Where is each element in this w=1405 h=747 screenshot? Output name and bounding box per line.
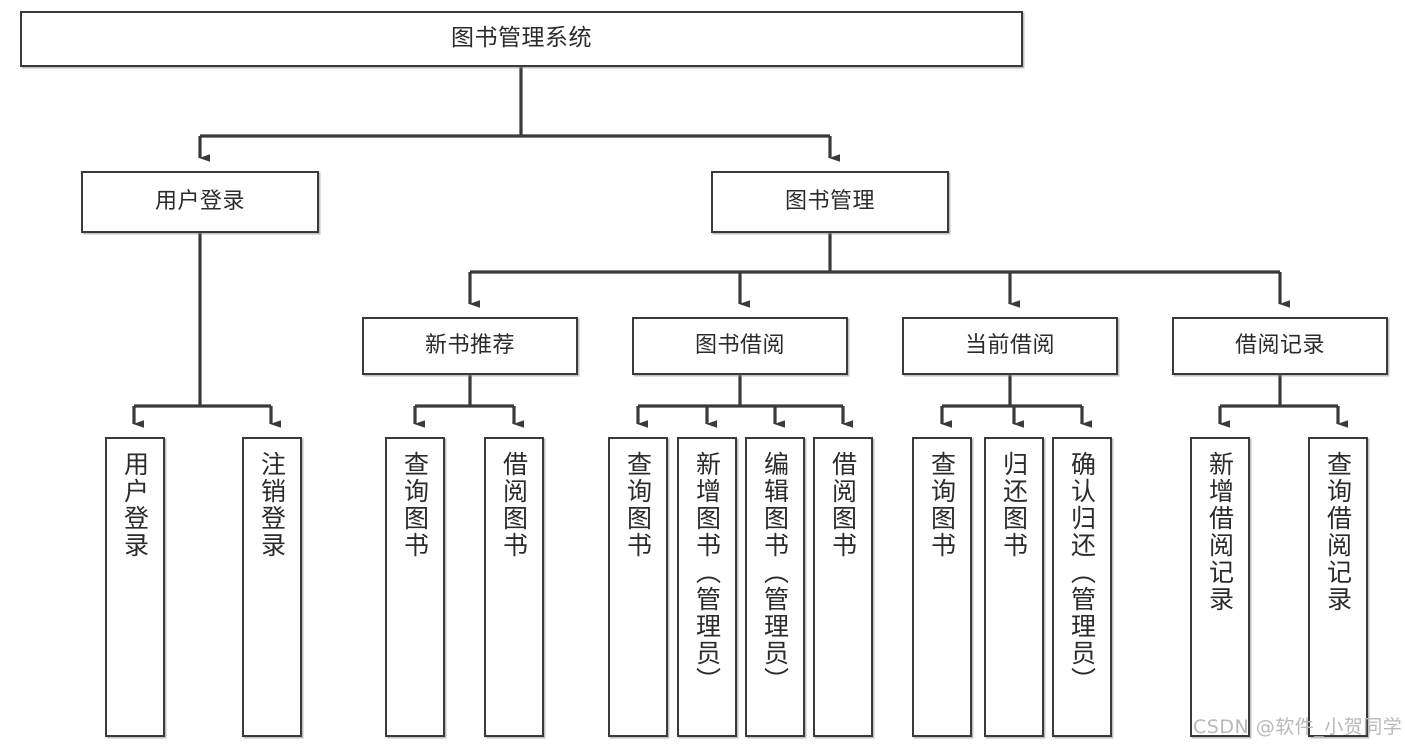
node-leaf-query-book-1-label: 查询图书: [400, 451, 430, 559]
node-leaf-query-book-2-label: 查询图书: [623, 451, 653, 559]
node-book-manage[interactable]: 图书管理: [711, 171, 949, 233]
node-leaf-query-book-1[interactable]: 查询图书: [385, 437, 445, 737]
node-borrow-record[interactable]: 借阅记录: [1172, 317, 1388, 375]
node-new-book-recommend[interactable]: 新书推荐: [362, 317, 578, 375]
node-leaf-add-record[interactable]: 新增借阅记录: [1190, 437, 1250, 737]
node-book-borrow-label: 图书借阅: [694, 332, 785, 358]
node-leaf-user-login-label: 用户登录: [120, 451, 150, 559]
node-leaf-borrow-book-1-label: 借阅图书: [499, 451, 529, 559]
node-leaf-edit-book-label: 编辑图书（管理员）: [760, 451, 790, 694]
node-leaf-query-record-label: 查询借阅记录: [1323, 451, 1353, 613]
node-user-login-label: 用户登录: [154, 188, 245, 214]
node-leaf-edit-book[interactable]: 编辑图书（管理员）: [745, 437, 805, 737]
node-leaf-return-book-label: 归还图书: [999, 451, 1029, 559]
node-leaf-logout[interactable]: 注销登录: [242, 437, 302, 737]
node-user-login[interactable]: 用户登录: [81, 171, 319, 233]
node-leaf-borrow-book-1[interactable]: 借阅图书: [484, 437, 544, 737]
node-leaf-add-record-label: 新增借阅记录: [1205, 451, 1235, 613]
node-leaf-logout-label: 注销登录: [257, 451, 287, 559]
node-borrow-record-label: 借阅记录: [1234, 332, 1325, 358]
node-leaf-add-book-label: 新增图书（管理员）: [692, 451, 722, 694]
node-leaf-query-book-3[interactable]: 查询图书: [912, 437, 972, 737]
node-leaf-confirm-return[interactable]: 确认归还（管理员）: [1052, 437, 1112, 737]
node-leaf-query-book-3-label: 查询图书: [927, 451, 957, 559]
node-book-borrow[interactable]: 图书借阅: [632, 317, 848, 375]
node-leaf-confirm-return-label: 确认归还（管理员）: [1067, 451, 1097, 694]
node-leaf-add-book[interactable]: 新增图书（管理员）: [677, 437, 737, 737]
node-leaf-query-record[interactable]: 查询借阅记录: [1308, 437, 1368, 737]
node-leaf-return-book[interactable]: 归还图书: [984, 437, 1044, 737]
node-leaf-query-book-2[interactable]: 查询图书: [608, 437, 668, 737]
node-current-borrow-label: 当前借阅: [964, 332, 1055, 358]
node-root[interactable]: 图书管理系统: [20, 11, 1023, 67]
node-book-manage-label: 图书管理: [784, 188, 875, 214]
node-current-borrow[interactable]: 当前借阅: [902, 317, 1118, 375]
node-leaf-user-login[interactable]: 用户登录: [105, 437, 165, 737]
node-leaf-borrow-book-2[interactable]: 借阅图书: [813, 437, 873, 737]
node-new-book-recommend-label: 新书推荐: [424, 332, 515, 358]
node-leaf-borrow-book-2-label: 借阅图书: [828, 451, 858, 559]
node-root-label: 图书管理系统: [451, 25, 592, 52]
